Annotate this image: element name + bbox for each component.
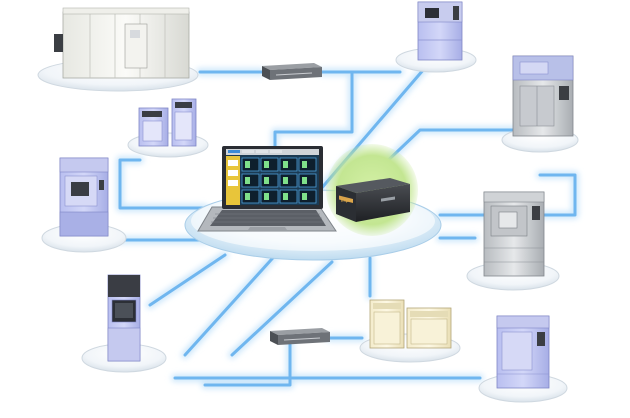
benchtop-chamber-icon[interactable] (127, 98, 209, 158)
compact-chamber-icon[interactable] (478, 315, 568, 403)
network-cables (116, 58, 579, 389)
thermal-shock-chamber-icon[interactable] (501, 55, 579, 153)
network-switch-icon[interactable] (262, 63, 322, 80)
controller-logo: espec (341, 198, 354, 203)
environmental-chamber-icon[interactable] (41, 157, 127, 253)
network-switch-icon[interactable] (270, 328, 330, 345)
tall-chamber-icon[interactable] (395, 1, 477, 73)
steel-chamber-icon[interactable] (466, 191, 560, 291)
monitor-tiles (241, 157, 317, 204)
walk-in-chamber-icon[interactable] (37, 7, 199, 92)
chamber-with-screen-icon[interactable] (81, 274, 167, 373)
controller-box-icon[interactable]: espec (336, 178, 410, 222)
central-hub: espec (184, 144, 442, 261)
laptop-icon[interactable] (197, 146, 337, 232)
oven-icon[interactable] (359, 299, 461, 363)
